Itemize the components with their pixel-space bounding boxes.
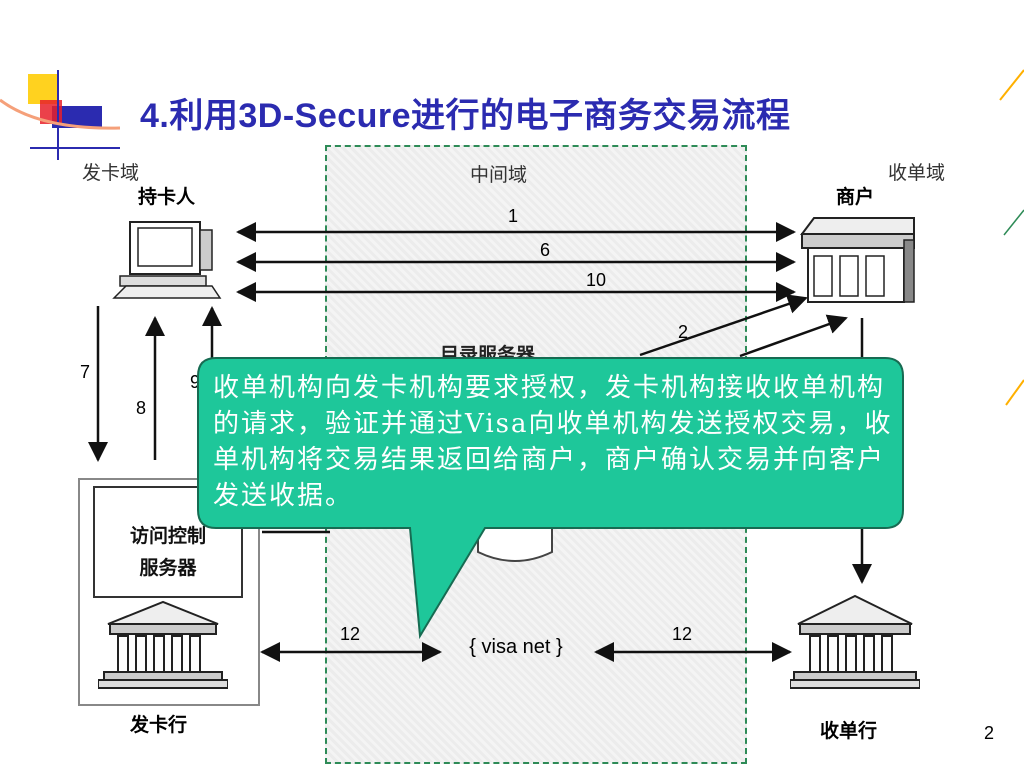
acs-label-line2: 服务器 [139,557,197,579]
computer-icon [112,221,222,299]
issuer-bank-label: 发卡行 [130,714,188,736]
acs-label-line1: 访问控制 [129,525,206,547]
acs-server-label: 访问控制 服务器 [98,520,238,584]
visa-net-label: { visa net } [445,636,587,664]
acquirer-domain-label: 收单域 [888,162,946,184]
visa-net-brace-left: { [469,636,482,658]
merchant-label: 商户 [836,186,875,208]
step-9-label: 9 [190,372,201,392]
step-8-label: 8 [136,398,147,418]
callout-text: 收单机构向发卡机构要求授权，发卡机构接收收单机构的请求，验证并通过Visa向收单… [213,373,893,511]
corner-decoration [0,70,120,160]
step-7-label: 7 [80,362,91,382]
issuer-bank-icon [98,600,228,689]
middle-domain-label: 中间域 [470,164,528,186]
page-number: 2 [983,723,994,743]
issuer-domain-label: 发卡域 [82,162,140,184]
step-12-left-label: 12 [340,624,361,644]
step-2-label: 2 [678,322,689,342]
cardholder-label: 持卡人 [138,186,196,208]
step-6-label: 6 [540,240,551,260]
corner-decoration-right [999,69,1024,406]
step-10-label: 10 [586,270,607,290]
step-1-label: 1 [508,206,519,226]
step-12-right-label: 12 [672,624,693,644]
store-icon [800,217,915,303]
slide-title: 4.利用3D-Secure进行的电子商务交易流程 [140,97,791,135]
visa-net-text: visa net [481,636,551,658]
acquirer-bank-label: 收单行 [820,720,878,742]
visa-net-brace-right: } [550,636,563,658]
acquirer-bank-icon [790,594,920,689]
